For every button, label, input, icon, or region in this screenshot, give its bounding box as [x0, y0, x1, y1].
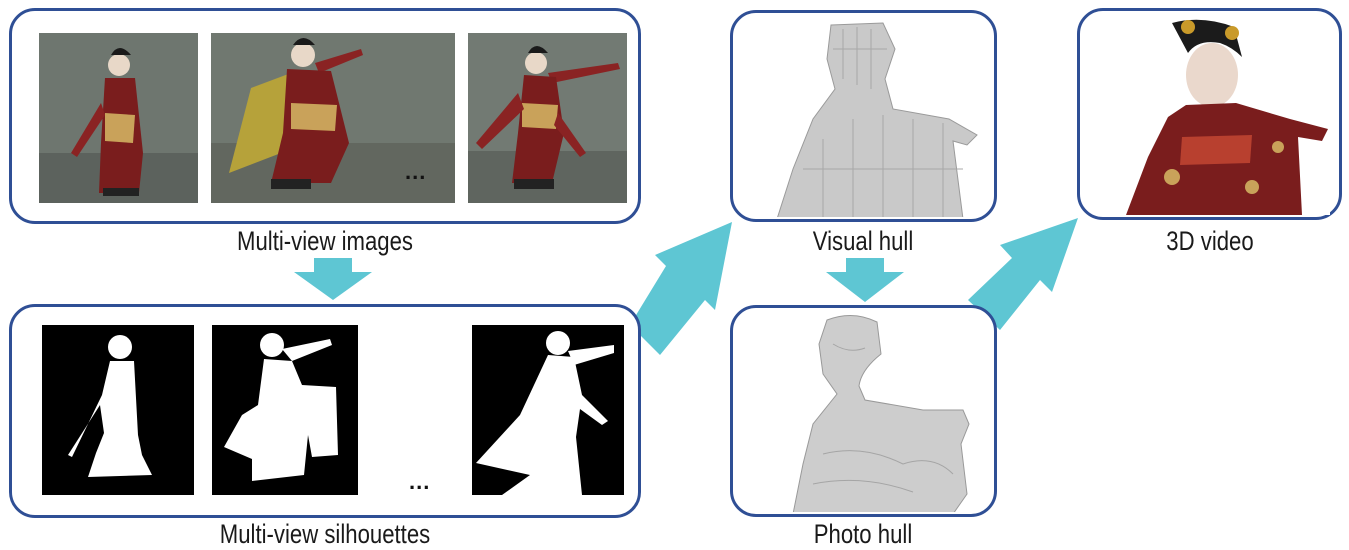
photo-hull-render	[753, 314, 979, 512]
photo-hull-panel	[730, 305, 997, 517]
multiview-silhouettes-panel: ...	[9, 304, 641, 518]
3d-video-render	[1102, 17, 1330, 215]
images-ellipsis: ...	[405, 159, 427, 184]
multiview-images-label: Multi-view images	[237, 226, 413, 256]
silhouette-3	[472, 325, 624, 495]
3d-video-label: 3D video	[1166, 226, 1254, 256]
camera-view-photo-1	[39, 33, 198, 203]
arrow-images-to-silhouettes	[294, 258, 372, 300]
arrow-silhouettes-to-visual-hull	[630, 222, 732, 355]
arrow-visual-hull-to-photo-hull	[826, 258, 904, 302]
3d-video-panel	[1077, 8, 1342, 220]
multiview-images-panel: ...	[9, 8, 641, 224]
visual-hull-label: Visual hull	[812, 226, 914, 256]
silhouette-1	[42, 325, 194, 495]
visual-hull-panel	[730, 10, 997, 222]
camera-view-photo-2	[211, 33, 455, 203]
multiview-silhouettes-label: Multi-view silhouettes	[219, 519, 431, 549]
visual-hull-render	[753, 19, 979, 217]
arrow-photo-hull-to-3d-video	[968, 218, 1078, 330]
camera-view-photo-3	[468, 33, 627, 203]
silhouette-2	[212, 325, 358, 495]
silhouettes-ellipsis: ...	[409, 469, 431, 494]
photo-hull-label: Photo hull	[813, 519, 913, 549]
